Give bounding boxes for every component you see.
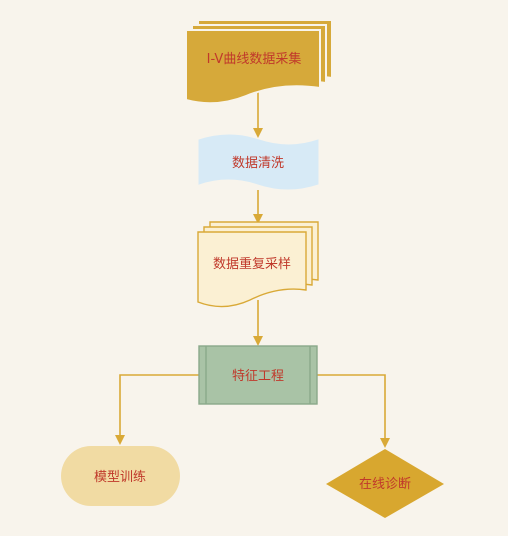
- node-model-training-label: 模型训练: [94, 470, 146, 485]
- node-feature-engineering-label: 特征工程: [232, 369, 284, 384]
- node-iv-collection-label: I-V曲线数据采集: [207, 51, 302, 67]
- node-resampling-label: 数据重复采样: [213, 256, 291, 272]
- node-online-diagnosis[interactable]: 在线诊断: [326, 449, 444, 518]
- connectors: [115, 92, 390, 448]
- node-data-cleaning-label: 数据清洗: [232, 156, 284, 171]
- node-resampling[interactable]: 数据重复采样: [197, 221, 319, 308]
- node-iv-collection[interactable]: I-V曲线数据采集: [185, 19, 333, 105]
- node-feature-engineering[interactable]: 特征工程: [198, 345, 318, 405]
- edge-feature-to-training: [115, 374, 200, 445]
- node-model-training[interactable]: 模型训练: [61, 446, 180, 506]
- edge-feature-to-diagnosis: [316, 374, 390, 448]
- node-data-cleaning[interactable]: 数据清洗: [198, 134, 319, 190]
- node-online-diagnosis-label: 在线诊断: [359, 477, 411, 492]
